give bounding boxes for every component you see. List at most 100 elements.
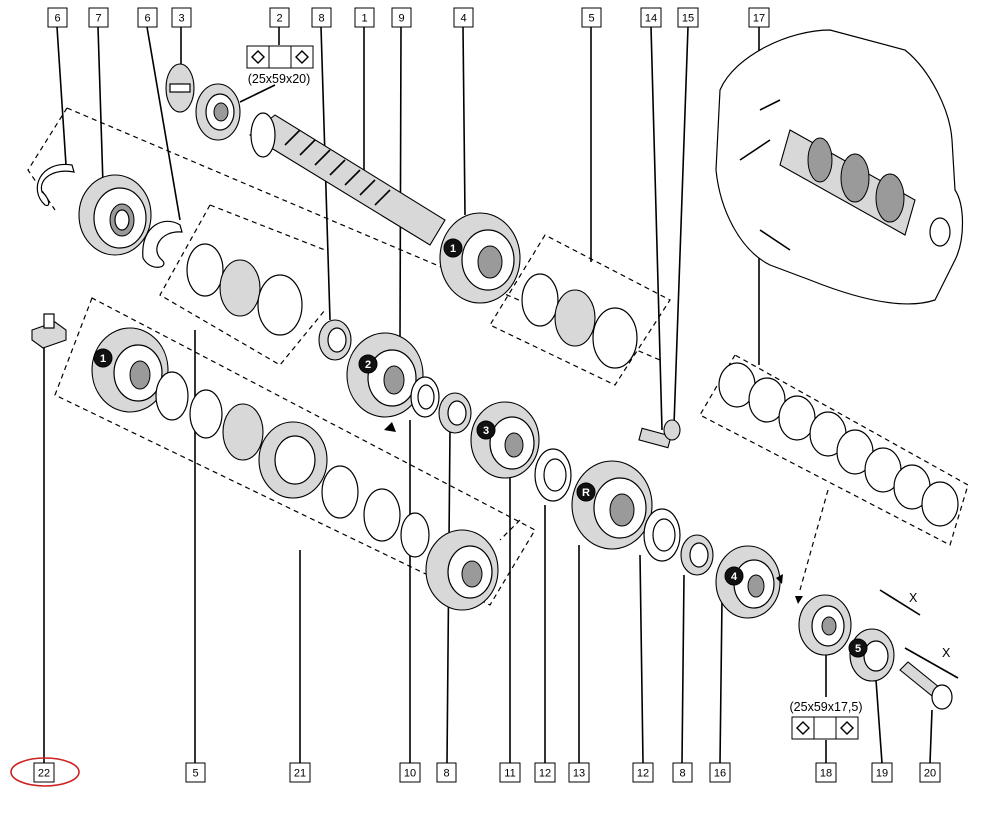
callout-10: 10	[399, 762, 421, 783]
callout-4: 4	[453, 7, 474, 28]
svg-text:5: 5	[588, 13, 594, 25]
callout-8-top: 8	[311, 7, 332, 28]
svg-text:R: R	[582, 487, 590, 499]
svg-text:8: 8	[318, 13, 324, 25]
svg-text:14: 14	[645, 13, 657, 25]
svg-text:2: 2	[365, 359, 371, 371]
synchro-rings-top-right	[521, 273, 638, 369]
gear-11	[470, 401, 540, 479]
callout-1: 1	[354, 7, 375, 28]
svg-text:12: 12	[637, 768, 649, 780]
callout-17: 17	[748, 7, 770, 28]
reverse-gear-13	[571, 460, 653, 550]
callout-22-highlight-ring	[10, 757, 80, 787]
bearing-spec-bottom-text: (25x59x17,5)	[790, 700, 863, 714]
synchro-ring-12-b	[643, 508, 681, 562]
gear-lower-right	[425, 529, 499, 611]
gearbox-housing-illustration	[715, 29, 964, 305]
svg-text:3: 3	[178, 13, 184, 25]
svg-text:11: 11	[504, 768, 515, 780]
circlip-right	[142, 220, 183, 268]
svg-text:16: 16	[714, 768, 726, 780]
callout-9: 9	[391, 7, 412, 28]
svg-text:8: 8	[679, 768, 685, 780]
svg-text:5: 5	[192, 768, 198, 780]
assembly-arrows	[384, 422, 803, 604]
gear-badge-4: 4	[724, 566, 744, 586]
shim-set-17	[718, 362, 959, 527]
svg-text:18: 18	[820, 768, 832, 780]
callout-12-b: 12	[632, 762, 654, 783]
svg-text:8: 8	[443, 768, 449, 780]
callout-5-top: 5	[581, 7, 602, 28]
callout-12-a: 12	[534, 762, 556, 783]
svg-text:10: 10	[404, 768, 416, 780]
gear-badge-1-top: 1	[443, 238, 463, 258]
svg-text:13: 13	[573, 768, 585, 780]
gear-badge-reverse: R	[576, 482, 596, 502]
bearing-spec-top: (25x59x20)	[246, 45, 314, 86]
dimension-x-top: X	[909, 591, 918, 605]
needle-bearing-8-mid	[438, 392, 472, 434]
synchro-ring-12	[534, 448, 572, 502]
callout-8-bottom-b: 8	[672, 762, 693, 783]
svg-text:17: 17	[753, 13, 765, 25]
svg-text:4: 4	[460, 13, 466, 25]
gear-badge-5: 5	[848, 638, 868, 658]
callout-2: 2	[269, 7, 290, 28]
synchro-rings-lower	[155, 371, 430, 558]
svg-text:3: 3	[483, 425, 489, 437]
bottom-leader-lines	[43, 330, 933, 764]
callout-15: 15	[677, 7, 699, 28]
svg-text:9: 9	[398, 13, 404, 25]
callout-18: 18	[815, 762, 837, 783]
spring-15	[663, 419, 681, 441]
dimension-x-labels: X X	[909, 591, 951, 660]
callout-7: 7	[88, 7, 109, 28]
svg-text:12: 12	[539, 768, 551, 780]
dimension-x-bottom: X	[942, 646, 951, 660]
callout-14: 14	[640, 7, 662, 28]
callout-11: 11	[499, 762, 521, 783]
synchro-hub-7	[78, 174, 152, 256]
bolt-20	[879, 589, 959, 710]
callout-13: 13	[568, 762, 590, 783]
callout-6-right: 6	[137, 7, 158, 28]
svg-text:5: 5	[855, 643, 861, 655]
bearing-18	[798, 594, 852, 656]
needle-bearing-8-low	[680, 534, 714, 576]
gear-9	[346, 332, 424, 418]
svg-text:15: 15	[682, 13, 694, 25]
synchro-rings-top-left	[186, 243, 303, 336]
bearing-spec-bottom: (25x59x17,5)	[790, 700, 863, 740]
detent-ball-14	[638, 427, 672, 449]
dashed-assembly-outlines	[27, 107, 969, 606]
circlip-left	[36, 163, 75, 207]
svg-text:21: 21	[294, 768, 306, 780]
callout-3: 3	[171, 7, 192, 28]
gear-badge-3: 3	[476, 420, 496, 440]
needle-bearing-8-top	[318, 319, 352, 361]
callout-6-left: 6	[47, 7, 68, 28]
svg-text:22: 22	[38, 768, 50, 780]
callout-22: 22	[33, 762, 55, 783]
svg-text:20: 20	[924, 768, 936, 780]
svg-text:2: 2	[276, 13, 282, 25]
svg-text:1: 1	[100, 353, 106, 365]
thrust-washer-10	[410, 376, 440, 418]
svg-text:6: 6	[144, 13, 150, 25]
svg-text:1: 1	[450, 243, 456, 255]
gear-badge-2: 2	[358, 354, 378, 374]
gear-4-top	[439, 212, 521, 304]
svg-text:19: 19	[876, 768, 888, 780]
svg-text:4: 4	[731, 571, 738, 583]
svg-text:7: 7	[95, 13, 101, 25]
callout-20: 20	[919, 762, 941, 783]
gear-16	[715, 545, 781, 619]
svg-text:6: 6	[54, 13, 60, 25]
bearing-2	[195, 83, 241, 141]
callout-21: 21	[289, 762, 311, 783]
callout-8-bottom-a: 8	[436, 762, 457, 783]
oil-deflector-3	[165, 63, 195, 113]
